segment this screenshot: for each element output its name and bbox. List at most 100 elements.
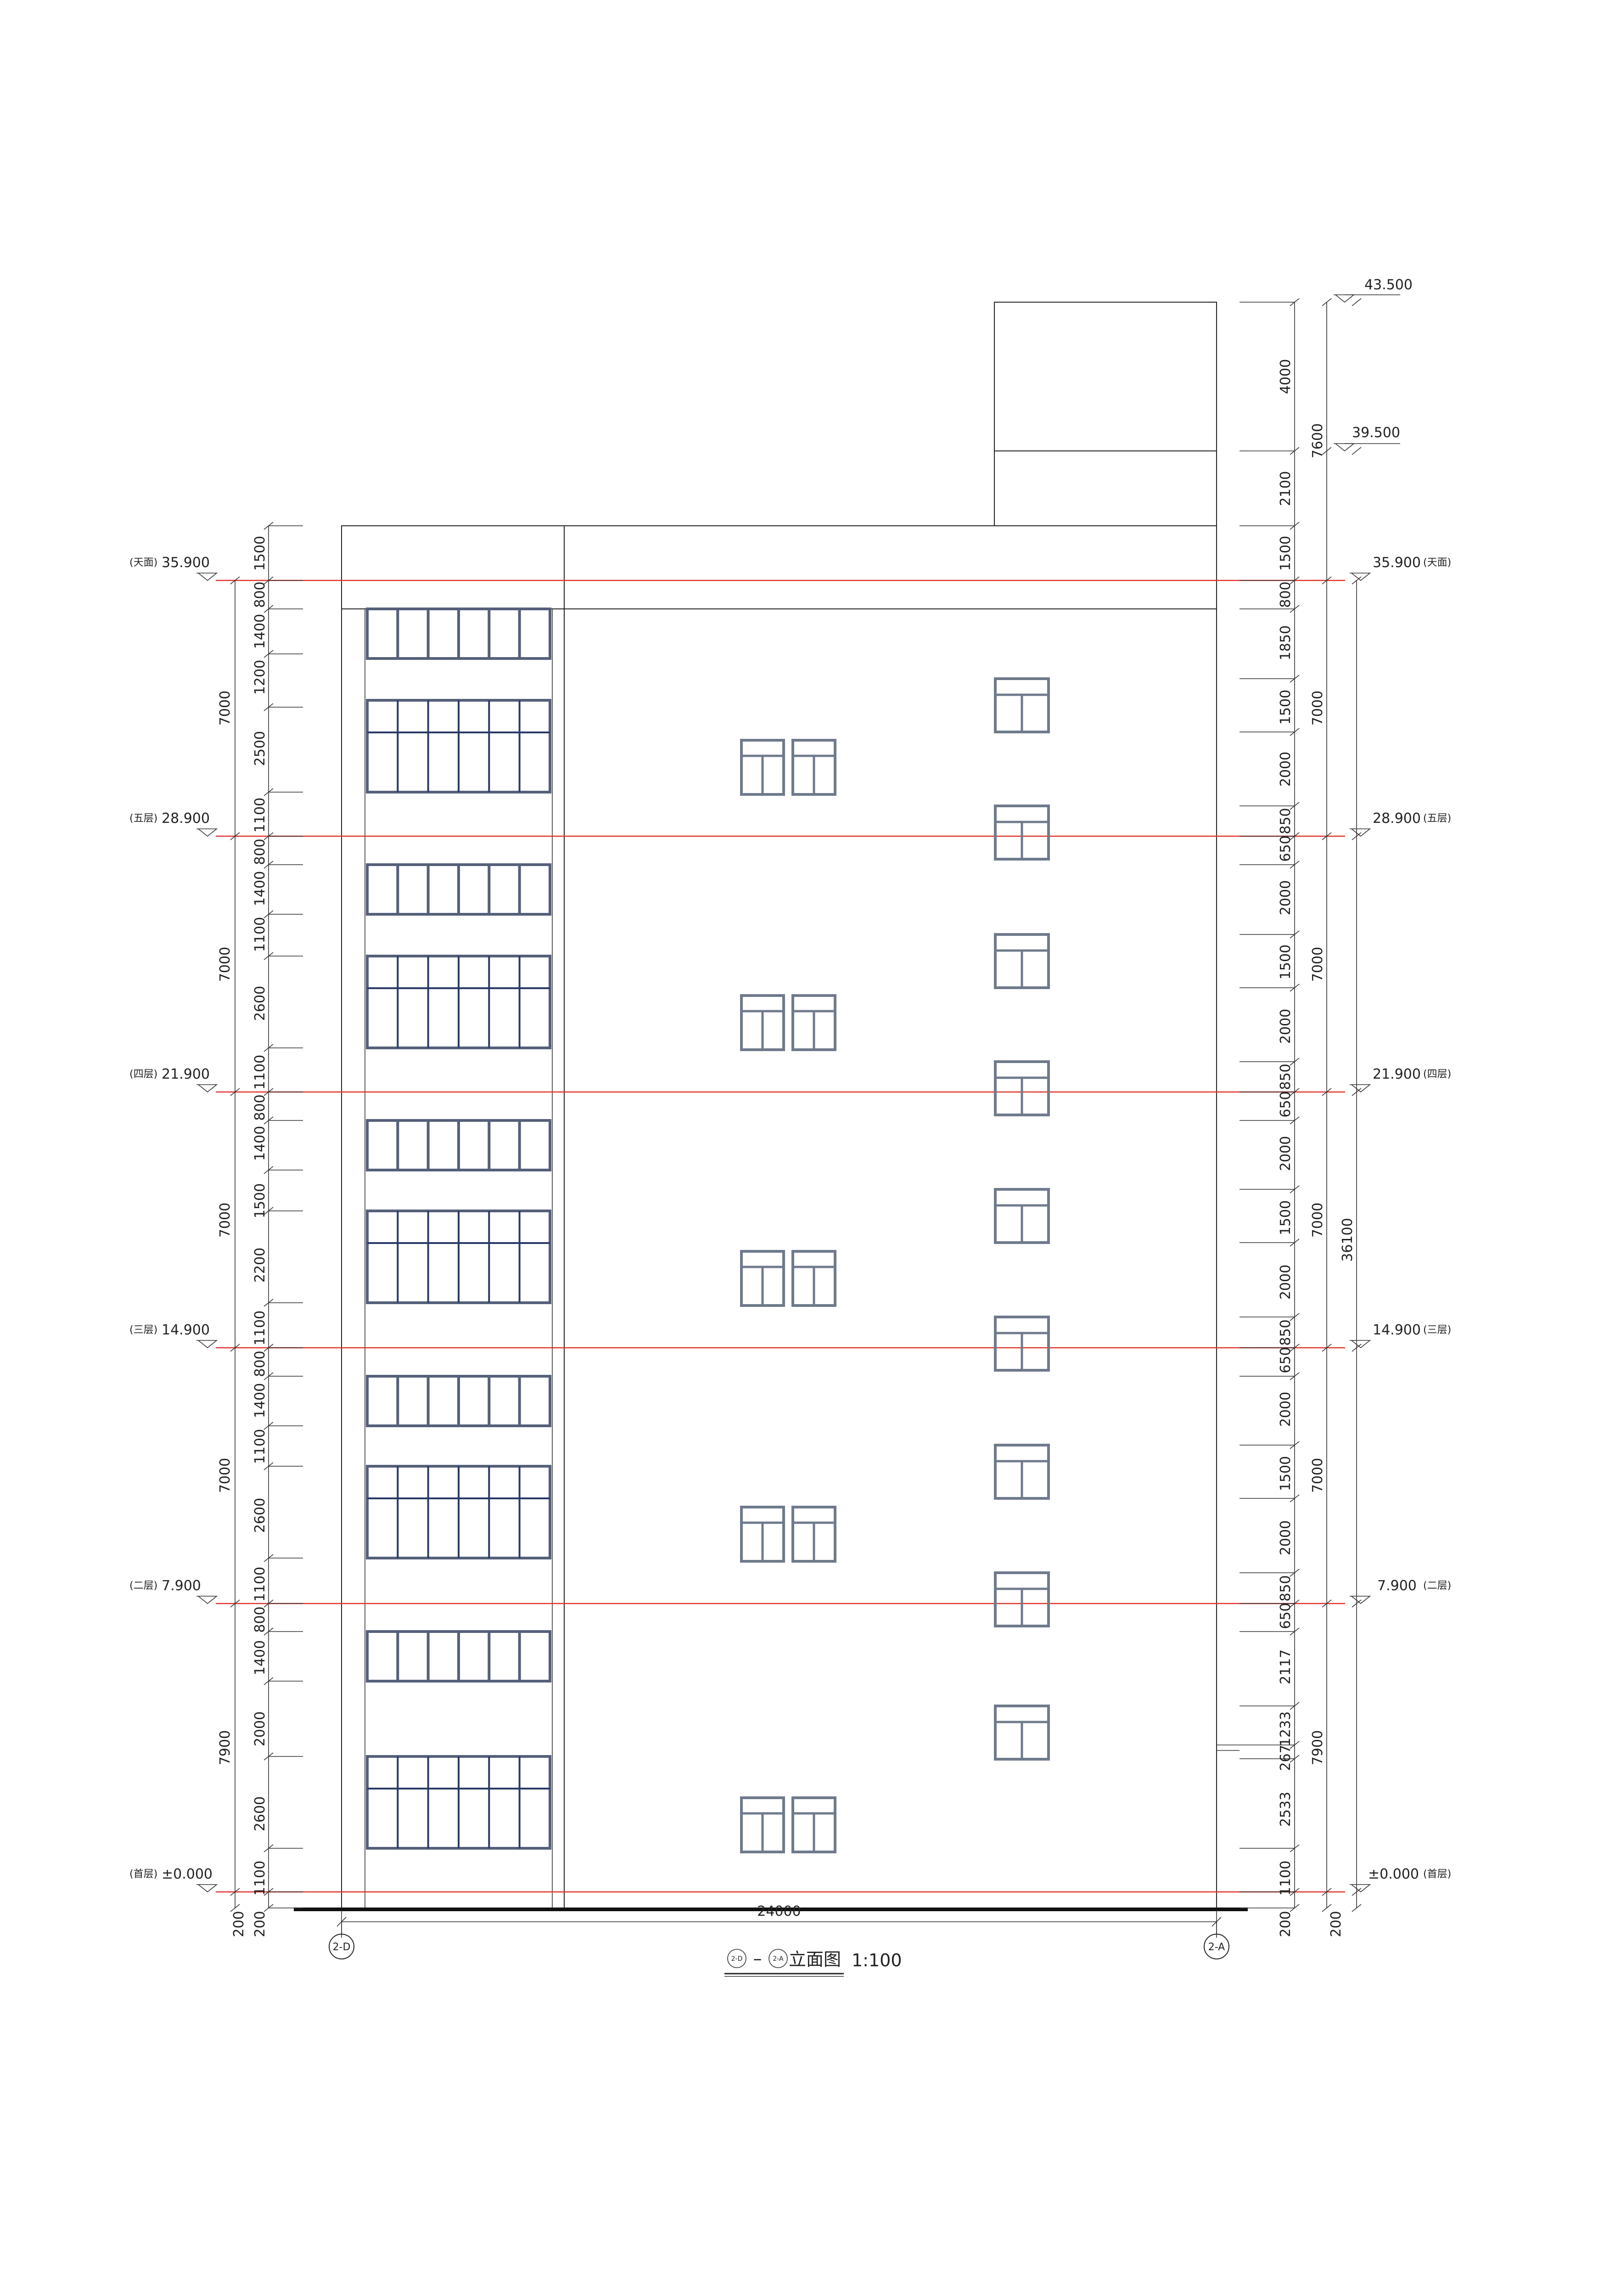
dim-left-0: 1500 (252, 536, 268, 571)
dim-tick (1352, 1344, 1362, 1352)
roof-level-mid: 39.500 (1334, 425, 1400, 452)
dim-right-16: 2000 (1278, 1265, 1294, 1300)
dim-right-edge-inner: 200 (1278, 1911, 1294, 1937)
dim-left-11: 800 (252, 1094, 268, 1120)
right-level-marks: 43.500 39.500 35.900 (天面) 28.900 (五层) 21… (1334, 277, 1451, 1893)
title-dash: – (753, 1948, 762, 1969)
dim-right-edge-outer: 200 (1328, 1911, 1344, 1937)
dim-tick (1352, 298, 1362, 306)
svg-text:(四层): (四层) (129, 1069, 157, 1080)
svg-text:(天面): (天面) (129, 557, 157, 568)
drawing-title: 2-D – 2-A 立面图 1:100 (724, 1948, 902, 1977)
svg-text:±0.000: ±0.000 (162, 1866, 213, 1882)
svg-text:(二层): (二层) (1423, 1580, 1451, 1592)
svg-text:(二层): (二层) (129, 1580, 157, 1592)
level-mark-right-0: 35.900 (天面) (1350, 555, 1451, 581)
window-pair (740, 739, 836, 796)
dim-tick (230, 1088, 240, 1096)
dim-right-20: 1500 (1278, 1456, 1294, 1491)
dim-tick (1322, 1344, 1332, 1352)
level-mark-left-5: (首层) ±0.000 (129, 1866, 218, 1893)
dim-left-17: 1400 (252, 1383, 268, 1418)
dim-right-12: 850 (1278, 1064, 1294, 1090)
window-pair (740, 1796, 836, 1853)
left-dimensions: 1500 800 1400 1200 2500 1100 800 1400 11… (217, 522, 303, 1937)
window-single (994, 677, 1050, 733)
dim-right-outer-2: 7000 (1310, 947, 1326, 982)
level-mark-right-3: 14.900 (三层) (1350, 1322, 1451, 1349)
dim-right-26: 267 (1278, 1745, 1294, 1771)
svg-text:(首层): (首层) (1423, 1868, 1451, 1880)
dim-right-18: 650 (1278, 1347, 1294, 1373)
dim-tick (1352, 1599, 1362, 1608)
dim-left-2: 1400 (252, 614, 268, 649)
level-mark-left-1: (五层) 28.900 (129, 810, 218, 837)
dim-right-6: 2000 (1278, 752, 1294, 787)
svg-text:(五层): (五层) (1423, 813, 1451, 824)
building-outline (294, 302, 1248, 1911)
stair-tall-window (366, 1210, 551, 1304)
title-scale: 1:100 (852, 1950, 902, 1970)
dim-left-edge-inner: 200 (252, 1911, 268, 1937)
dim-left-outer-3: 7000 (217, 1458, 233, 1493)
dim-left-10: 1100 (252, 1055, 268, 1090)
dim-tick (1352, 1904, 1362, 1912)
stair-band-window (366, 1630, 551, 1683)
dim-right-11: 2000 (1278, 1009, 1294, 1044)
axis-bubble-right: 2-A (1204, 1922, 1229, 1959)
dim-right-22: 850 (1278, 1575, 1294, 1601)
dim-left-6: 800 (252, 838, 268, 865)
dim-tick (1322, 576, 1332, 585)
dim-left-22: 1400 (252, 1640, 268, 1675)
svg-text:14.900: 14.900 (162, 1322, 210, 1338)
axis-label-right: 2-A (1208, 1941, 1225, 1953)
dim-left-3: 1200 (252, 660, 268, 695)
dim-left-9: 2600 (252, 986, 268, 1021)
dim-right-24: 2117 (1278, 1649, 1294, 1684)
stair-band-window (366, 1375, 551, 1427)
svg-text:35.900: 35.900 (1373, 555, 1421, 571)
level-mark-right-4: 7.900 (二层) (1350, 1578, 1451, 1604)
dim-right-9: 2000 (1278, 880, 1294, 915)
dim-right-27: 2533 (1278, 1792, 1294, 1827)
dim-tick (230, 1599, 240, 1608)
window-single (994, 1316, 1050, 1372)
dim-left-8: 1100 (252, 917, 268, 952)
dim-right-3: 800 (1278, 581, 1294, 608)
level-mark-right-5: ±0.000 (首层) (1350, 1866, 1451, 1893)
title-name: 立面图 (789, 1949, 841, 1970)
svg-text:(首层): (首层) (129, 1868, 157, 1880)
stair-tall-window (366, 1465, 551, 1559)
dim-right-0: 4000 (1278, 359, 1294, 394)
dim-right-5: 1500 (1278, 690, 1294, 725)
dim-tick (1352, 1888, 1362, 1896)
window-single (994, 1060, 1050, 1116)
dim-tick (1322, 298, 1332, 306)
level-mark-left-3: (三层) 14.900 (129, 1322, 218, 1349)
level-mark-right-1: 28.900 (五层) (1350, 810, 1451, 837)
dim-left-outer-4: 7900 (217, 1730, 233, 1765)
window-pair (740, 994, 836, 1051)
stair-band-window (366, 863, 551, 916)
title-axis-to: 2-A (773, 1955, 784, 1963)
stair-tall-window (366, 955, 551, 1049)
dim-tick (1352, 447, 1362, 455)
dim-right-23: 650 (1278, 1603, 1294, 1629)
stair-tall-window (366, 1755, 551, 1850)
dim-right-21: 2000 (1278, 1520, 1294, 1555)
facade-windows (740, 677, 1050, 1853)
dim-left-25: 1100 (252, 1861, 268, 1896)
window-single (994, 805, 1050, 861)
window-pair (740, 1250, 836, 1307)
window-single (994, 1705, 1050, 1761)
dim-left-outer-2: 7000 (217, 1203, 233, 1238)
dim-tick (1352, 832, 1362, 840)
svg-text:(天面): (天面) (1423, 557, 1451, 568)
dim-right-13: 650 (1278, 1091, 1294, 1117)
dim-left-5: 1100 (252, 798, 268, 833)
dim-tick (1322, 1888, 1332, 1896)
dim-right-15: 1500 (1278, 1200, 1294, 1235)
dim-right-outer-3: 7000 (1310, 1203, 1326, 1238)
dim-tick (1322, 832, 1332, 840)
